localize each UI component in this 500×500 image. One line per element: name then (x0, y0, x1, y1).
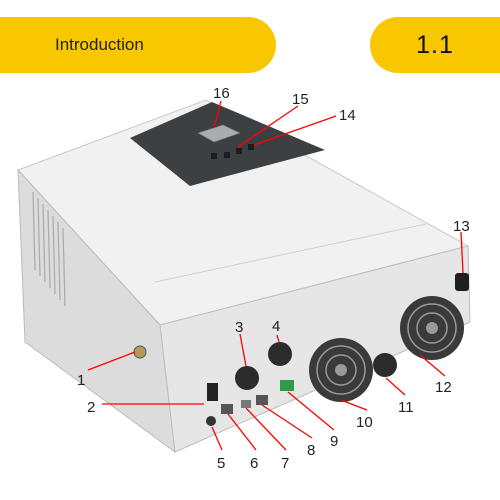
dry-contact-terminal (280, 380, 294, 391)
cooling-fan-left (309, 338, 373, 402)
ac-output-socket (268, 342, 292, 366)
panel-button (211, 153, 217, 159)
banner-title: Introduction (55, 35, 144, 54)
panel-button (236, 148, 242, 154)
port-rj45 (221, 404, 233, 414)
port-rj45-2 (256, 395, 268, 405)
top-seam (154, 223, 427, 283)
callout-8: 8 (307, 442, 315, 459)
callout-6: 6 (250, 455, 258, 472)
callout-10: 10 (356, 414, 373, 431)
control-panel (130, 102, 325, 186)
section-number: 1.1 (416, 30, 454, 59)
callout-7: 7 (281, 455, 289, 472)
callout-3: 3 (235, 319, 243, 336)
port-usb (241, 400, 251, 408)
mounting-bracket (455, 273, 469, 291)
side-vent (32, 191, 66, 307)
callout-4: 4 (272, 318, 280, 335)
section-badge: 1.1 (370, 17, 500, 73)
callout-12: 12 (435, 379, 452, 396)
intro-banner: Introduction (0, 17, 276, 73)
callout-5: 5 (217, 455, 225, 472)
callout-15: 15 (292, 91, 309, 108)
panel-button (248, 144, 254, 150)
panel-button (224, 152, 230, 158)
callout-9: 9 (330, 433, 338, 450)
pv-terminal (206, 416, 216, 426)
callout-14: 14 (339, 107, 356, 124)
cooling-fan-right (400, 296, 464, 360)
inverter-front-face (159, 245, 471, 453)
ground-terminal (133, 345, 147, 359)
ac-input-socket (235, 366, 259, 390)
callout-leaders (87, 100, 464, 451)
callout-11: 11 (398, 399, 414, 416)
callout-1: 1 (77, 372, 85, 389)
callout-13: 13 (453, 218, 470, 235)
callout-16: 16 (213, 85, 230, 102)
callout-2: 2 (87, 399, 95, 416)
battery-socket (373, 353, 397, 377)
power-switch (207, 383, 218, 401)
